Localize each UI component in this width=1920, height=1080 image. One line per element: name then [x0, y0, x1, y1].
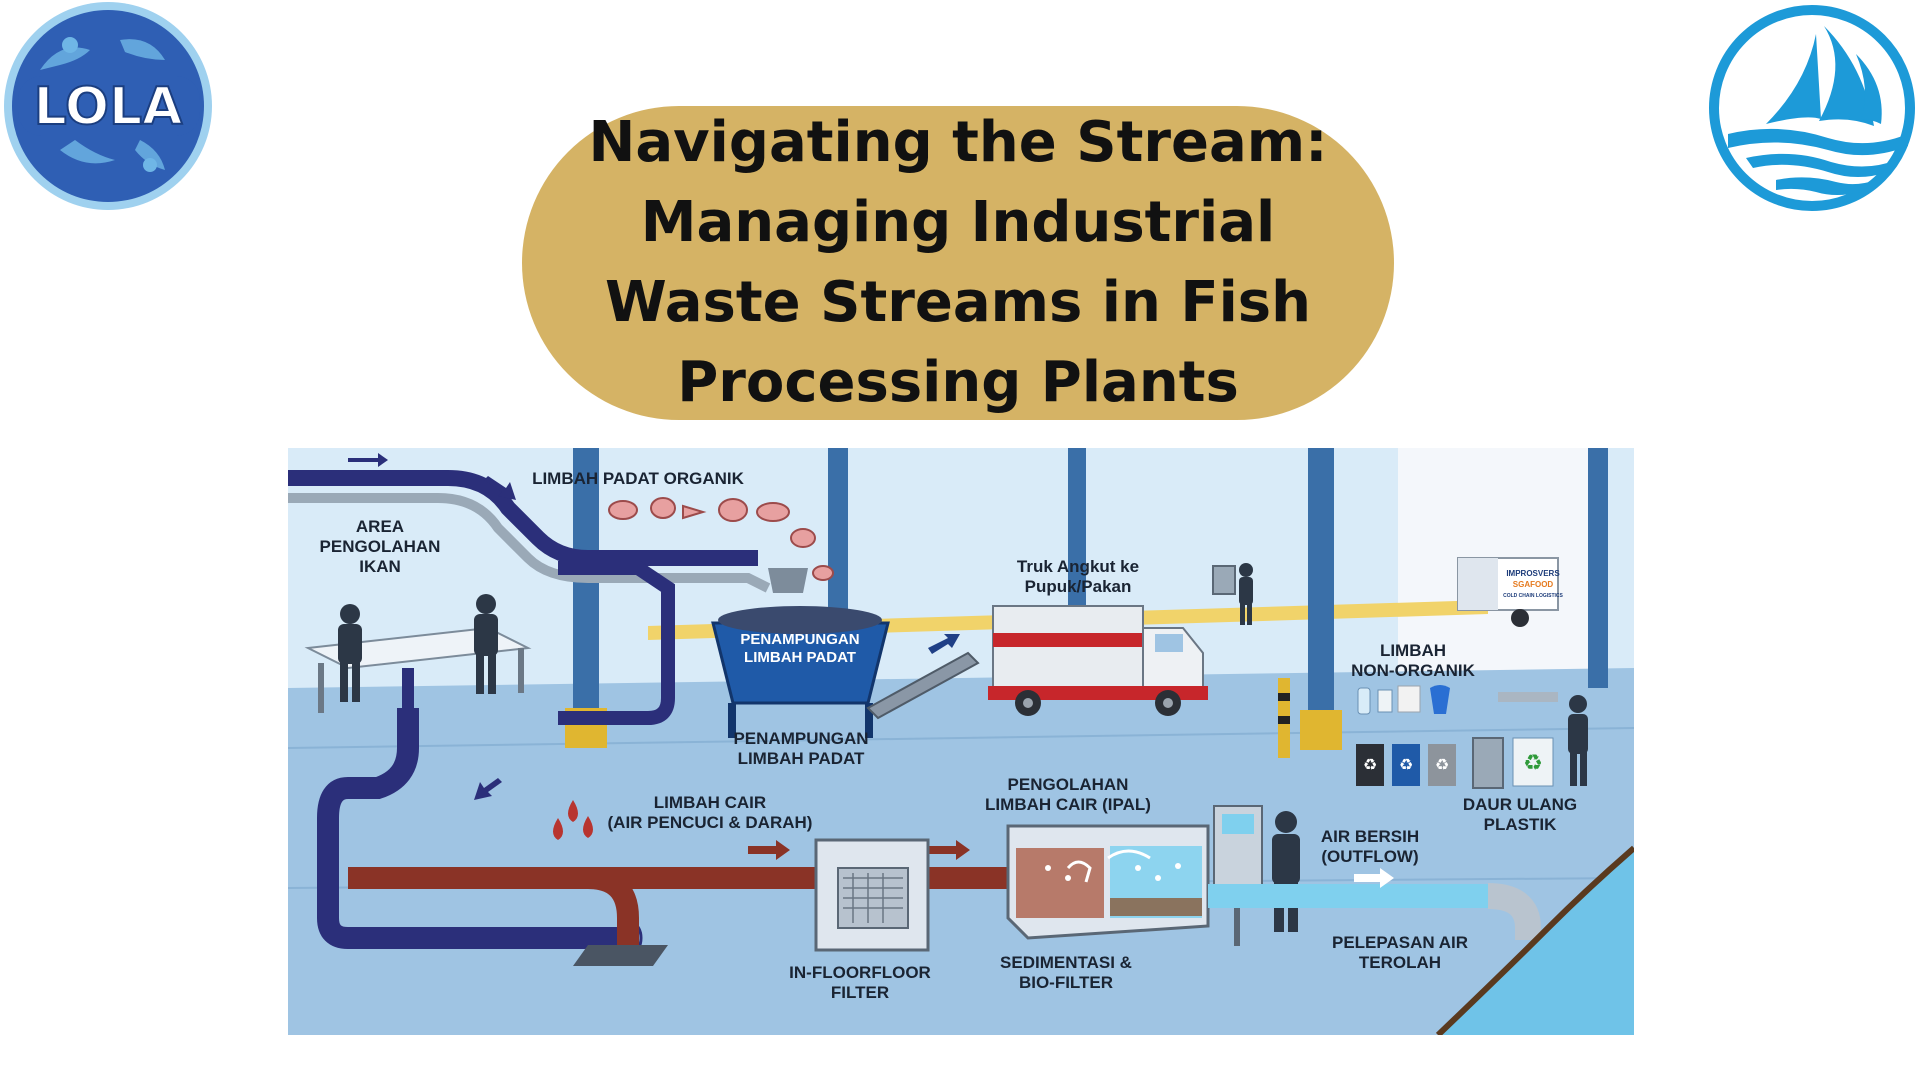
ipal-tank [1006, 824, 1210, 940]
label-release-2: TEROLAH [1359, 953, 1441, 972]
page-title: Navigating the Stream: Managing Industri… [588, 110, 1328, 415]
label-ipal-2: LIMBAH CAIR (IPAL) [985, 795, 1151, 814]
label-release-1: PELEPASAN AIR [1332, 933, 1468, 952]
recycle-icon-3: ♻ [1435, 755, 1449, 774]
plastic-items [1357, 685, 1450, 715]
label-sediment-2: BIO-FILTER [1019, 973, 1113, 992]
label-nonorganic-1: LIMBAH [1380, 641, 1446, 660]
sailboat-logo [1706, 4, 1918, 212]
label-area-2: PENGOLAHAN [320, 537, 441, 556]
fish-waste-icons [608, 497, 834, 581]
label-truck-1: Truk Angkut ke [1017, 557, 1139, 576]
recycle-icon-2: ♻ [1399, 755, 1413, 774]
recycle-bins: ♻ ♻ ♻ [1356, 744, 1456, 786]
sailboat-wave-icon [1709, 5, 1915, 211]
label-clean-2: (OUTFLOW) [1321, 847, 1418, 866]
truck-brand-2: SGAFOOD [1513, 580, 1554, 589]
label-filter-1: IN-FLOORFLOOR [789, 963, 931, 982]
worker-figure [338, 594, 498, 702]
label-bin-2: LIMBAH PADAT [744, 649, 856, 666]
refrigerated-truck: IMPROSVERS SGAFOOD COLD CHAIN LOGISTICS [1457, 557, 1564, 627]
label-area-3: IKAN [359, 557, 401, 576]
label-filter-2: FILTER [831, 983, 889, 1002]
truck-brand-1: IMPROSVERS [1506, 569, 1560, 578]
label-clean-1: AIR BERSIH [1321, 827, 1419, 846]
label-recycle-2: PLASTIK [1484, 815, 1557, 834]
label-liquid-2: (AIR PENCUCI & DARAH) [608, 813, 813, 832]
label-solid-organic: LIMBAH PADAT ORGANIK [532, 469, 745, 488]
label-ipal-1: PENGOLAHAN [1008, 775, 1129, 794]
label-recycle-1: DAUR ULANG [1463, 795, 1577, 814]
label-bin-1: PENAMPUNGAN [740, 631, 859, 648]
label-bin-below-2: LIMBAH PADAT [738, 749, 865, 768]
waste-stream-diagram: AREA PENGOLAHAN IKAN LIMBAH PADAT ORGANI… [287, 448, 1636, 1038]
label-liquid-1: LIMBAH CAIR [654, 793, 766, 812]
recycle-icon: ♻ [1363, 755, 1377, 774]
lola-logo: LOLA [0, 0, 218, 212]
label-sediment-1: SEDIMENTASI & [1000, 953, 1132, 972]
label-area: AREA [356, 517, 404, 536]
label-bin-below-1: PENAMPUNGAN [733, 729, 868, 748]
label-nonorganic-2: NON-ORGANIK [1351, 661, 1475, 680]
label-truck-2: Pupuk/Pakan [1025, 577, 1132, 596]
title-banner: Navigating the Stream: Managing Industri… [522, 106, 1394, 420]
lola-logo-text: LOLA [34, 77, 183, 137]
blood-drops-icon [553, 800, 593, 840]
recycle-bag-icon: ♻ [1523, 751, 1543, 776]
truck-brand-3: COLD CHAIN LOGISTICS [1503, 593, 1563, 599]
truck-illustration [988, 605, 1208, 716]
